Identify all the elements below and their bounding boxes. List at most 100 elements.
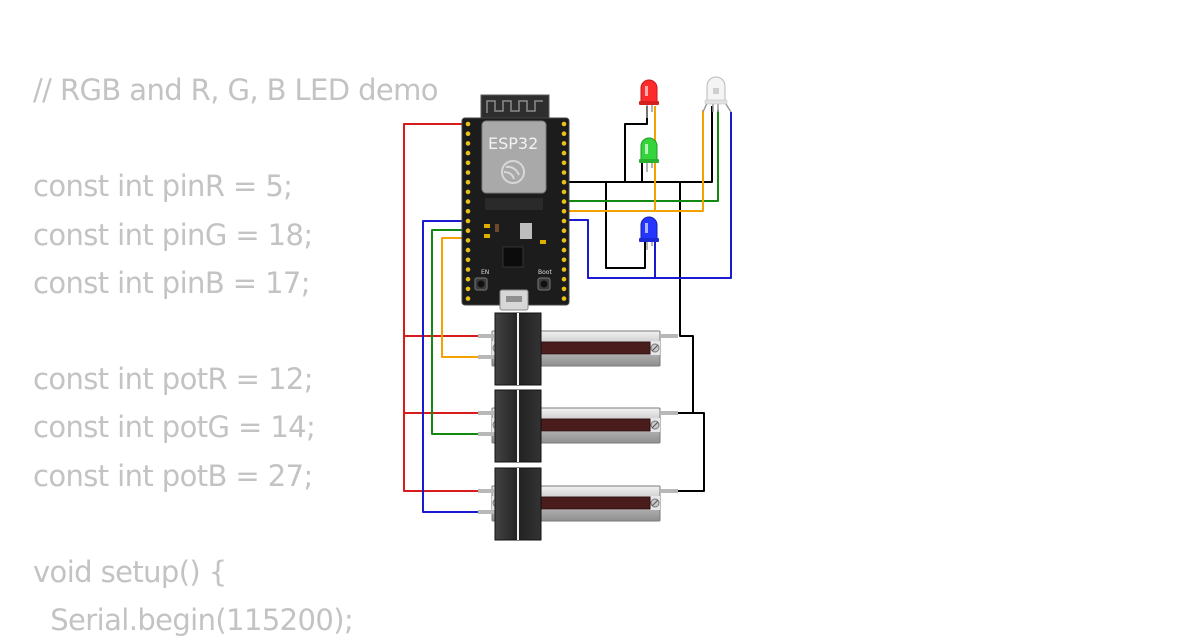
board-component	[495, 224, 499, 232]
header-pin[interactable]	[465, 218, 471, 224]
header-pin[interactable]	[561, 189, 567, 195]
header-pin[interactable]	[465, 121, 471, 127]
header-pin[interactable]	[561, 228, 567, 233]
header-pin[interactable]	[465, 209, 471, 214]
wire-black-gnd-bus[interactable]	[625, 106, 713, 183]
red-led[interactable]	[639, 79, 659, 118]
header-pin[interactable]	[561, 267, 567, 272]
wire-red-pot-r[interactable]	[403, 123, 492, 337]
header-pin[interactable]	[465, 160, 471, 166]
header-pin[interactable]	[561, 179, 567, 185]
wire-black-gnd-pot-b[interactable]	[678, 412, 705, 492]
screw-slot-icon	[651, 421, 659, 429]
wire-blue-leds[interactable]	[564, 112, 732, 279]
green-led[interactable]	[639, 137, 659, 172]
boot-button-cap[interactable]	[540, 280, 548, 288]
pot-pin	[660, 411, 678, 415]
header-pin[interactable]	[465, 189, 471, 195]
wire-red-pot-b[interactable]	[403, 413, 492, 492]
header-pin[interactable]	[561, 209, 567, 214]
slide-potentiometer-r[interactable]	[478, 312, 678, 386]
header-pin[interactable]	[561, 218, 567, 224]
header-pin[interactable]	[465, 150, 471, 156]
led-base	[704, 99, 728, 105]
right-pin-header	[561, 121, 567, 301]
header-pin[interactable]	[465, 267, 471, 272]
screw-slot-icon	[651, 344, 659, 352]
led-base	[639, 159, 659, 163]
header-pin[interactable]	[561, 276, 567, 282]
slide-potentiometer-b[interactable]	[478, 467, 678, 541]
header-pin[interactable]	[561, 286, 567, 292]
code-line: void setup() {	[33, 554, 227, 589]
header-pin[interactable]	[465, 247, 471, 253]
header-pin[interactable]	[465, 228, 471, 233]
header-pin[interactable]	[465, 286, 471, 292]
led-lead	[702, 100, 732, 113]
pot-track	[539, 496, 651, 510]
wire-black-gnd-pots[interactable]	[678, 182, 694, 414]
usb-port-slot	[506, 296, 522, 302]
board-component	[484, 224, 490, 228]
header-pin[interactable]	[465, 179, 471, 185]
header-pin[interactable]	[465, 170, 471, 175]
header-pin[interactable]	[561, 170, 567, 175]
wires	[403, 106, 732, 513]
header-pin[interactable]	[561, 131, 567, 136]
regulator-chip	[520, 223, 532, 239]
blue-led-body	[640, 216, 658, 241]
wire-green-leds[interactable]	[564, 110, 719, 202]
pot-track	[539, 418, 651, 432]
wire-black-gnd-blue-led[interactable]	[605, 182, 646, 269]
header-pin[interactable]	[465, 276, 471, 282]
pot-pin	[478, 432, 494, 436]
green-led-body	[640, 137, 658, 162]
chip-label: ESP32	[488, 134, 538, 153]
pot-pin	[478, 411, 494, 415]
wire-red-pot-g[interactable]	[403, 336, 492, 414]
slide-potentiometer-g[interactable]	[478, 389, 678, 463]
code-line: const int potG = 14;	[33, 410, 316, 445]
led-reflection	[645, 86, 648, 96]
board-component	[484, 234, 490, 238]
header-pin[interactable]	[561, 199, 567, 204]
led-base	[639, 238, 659, 242]
pot-pin	[478, 355, 494, 359]
code-line: // RGB and R, G, B LED demo	[33, 73, 439, 107]
header-pin[interactable]	[561, 296, 567, 301]
led-reflection	[645, 144, 648, 154]
pot-pin	[660, 489, 678, 493]
header-pin[interactable]	[561, 121, 567, 127]
pot-track	[539, 341, 651, 355]
en-button-cap[interactable]	[477, 280, 485, 288]
pot-pin	[478, 334, 494, 338]
header-pin[interactable]	[561, 238, 567, 243]
wire-blue-pot-b[interactable]	[422, 220, 492, 513]
header-pin[interactable]	[561, 247, 567, 253]
header-pin[interactable]	[465, 296, 471, 301]
chip-shield	[481, 120, 547, 194]
header-pin[interactable]	[561, 160, 567, 166]
led-reflection	[645, 223, 648, 233]
header-pin[interactable]	[465, 199, 471, 204]
pot-pin	[478, 510, 494, 514]
screw-slot-icon	[651, 499, 659, 507]
header-pin[interactable]	[465, 238, 471, 243]
header-pin[interactable]	[561, 150, 567, 156]
rgb-led[interactable]	[702, 76, 732, 113]
header-pin[interactable]	[465, 131, 471, 136]
wire-orange-pot-r[interactable]	[441, 237, 492, 358]
header-pin[interactable]	[465, 141, 471, 146]
pot-pin	[478, 489, 494, 493]
blue-led[interactable]	[639, 216, 659, 250]
header-pin[interactable]	[561, 141, 567, 146]
header-pin[interactable]	[465, 257, 471, 263]
wire-green-pot-g[interactable]	[431, 229, 492, 435]
wire-orange-leds[interactable]	[564, 110, 704, 212]
esp32-board[interactable]: ESP32 EN Boot	[461, 94, 570, 311]
header-pin[interactable]	[561, 257, 567, 263]
code-line: const int pinR = 5;	[33, 169, 293, 204]
wire-black-gnd-red-led[interactable]	[564, 106, 648, 183]
code-line: const int pinB = 17;	[33, 265, 311, 300]
usb-uart-chip	[502, 246, 524, 268]
